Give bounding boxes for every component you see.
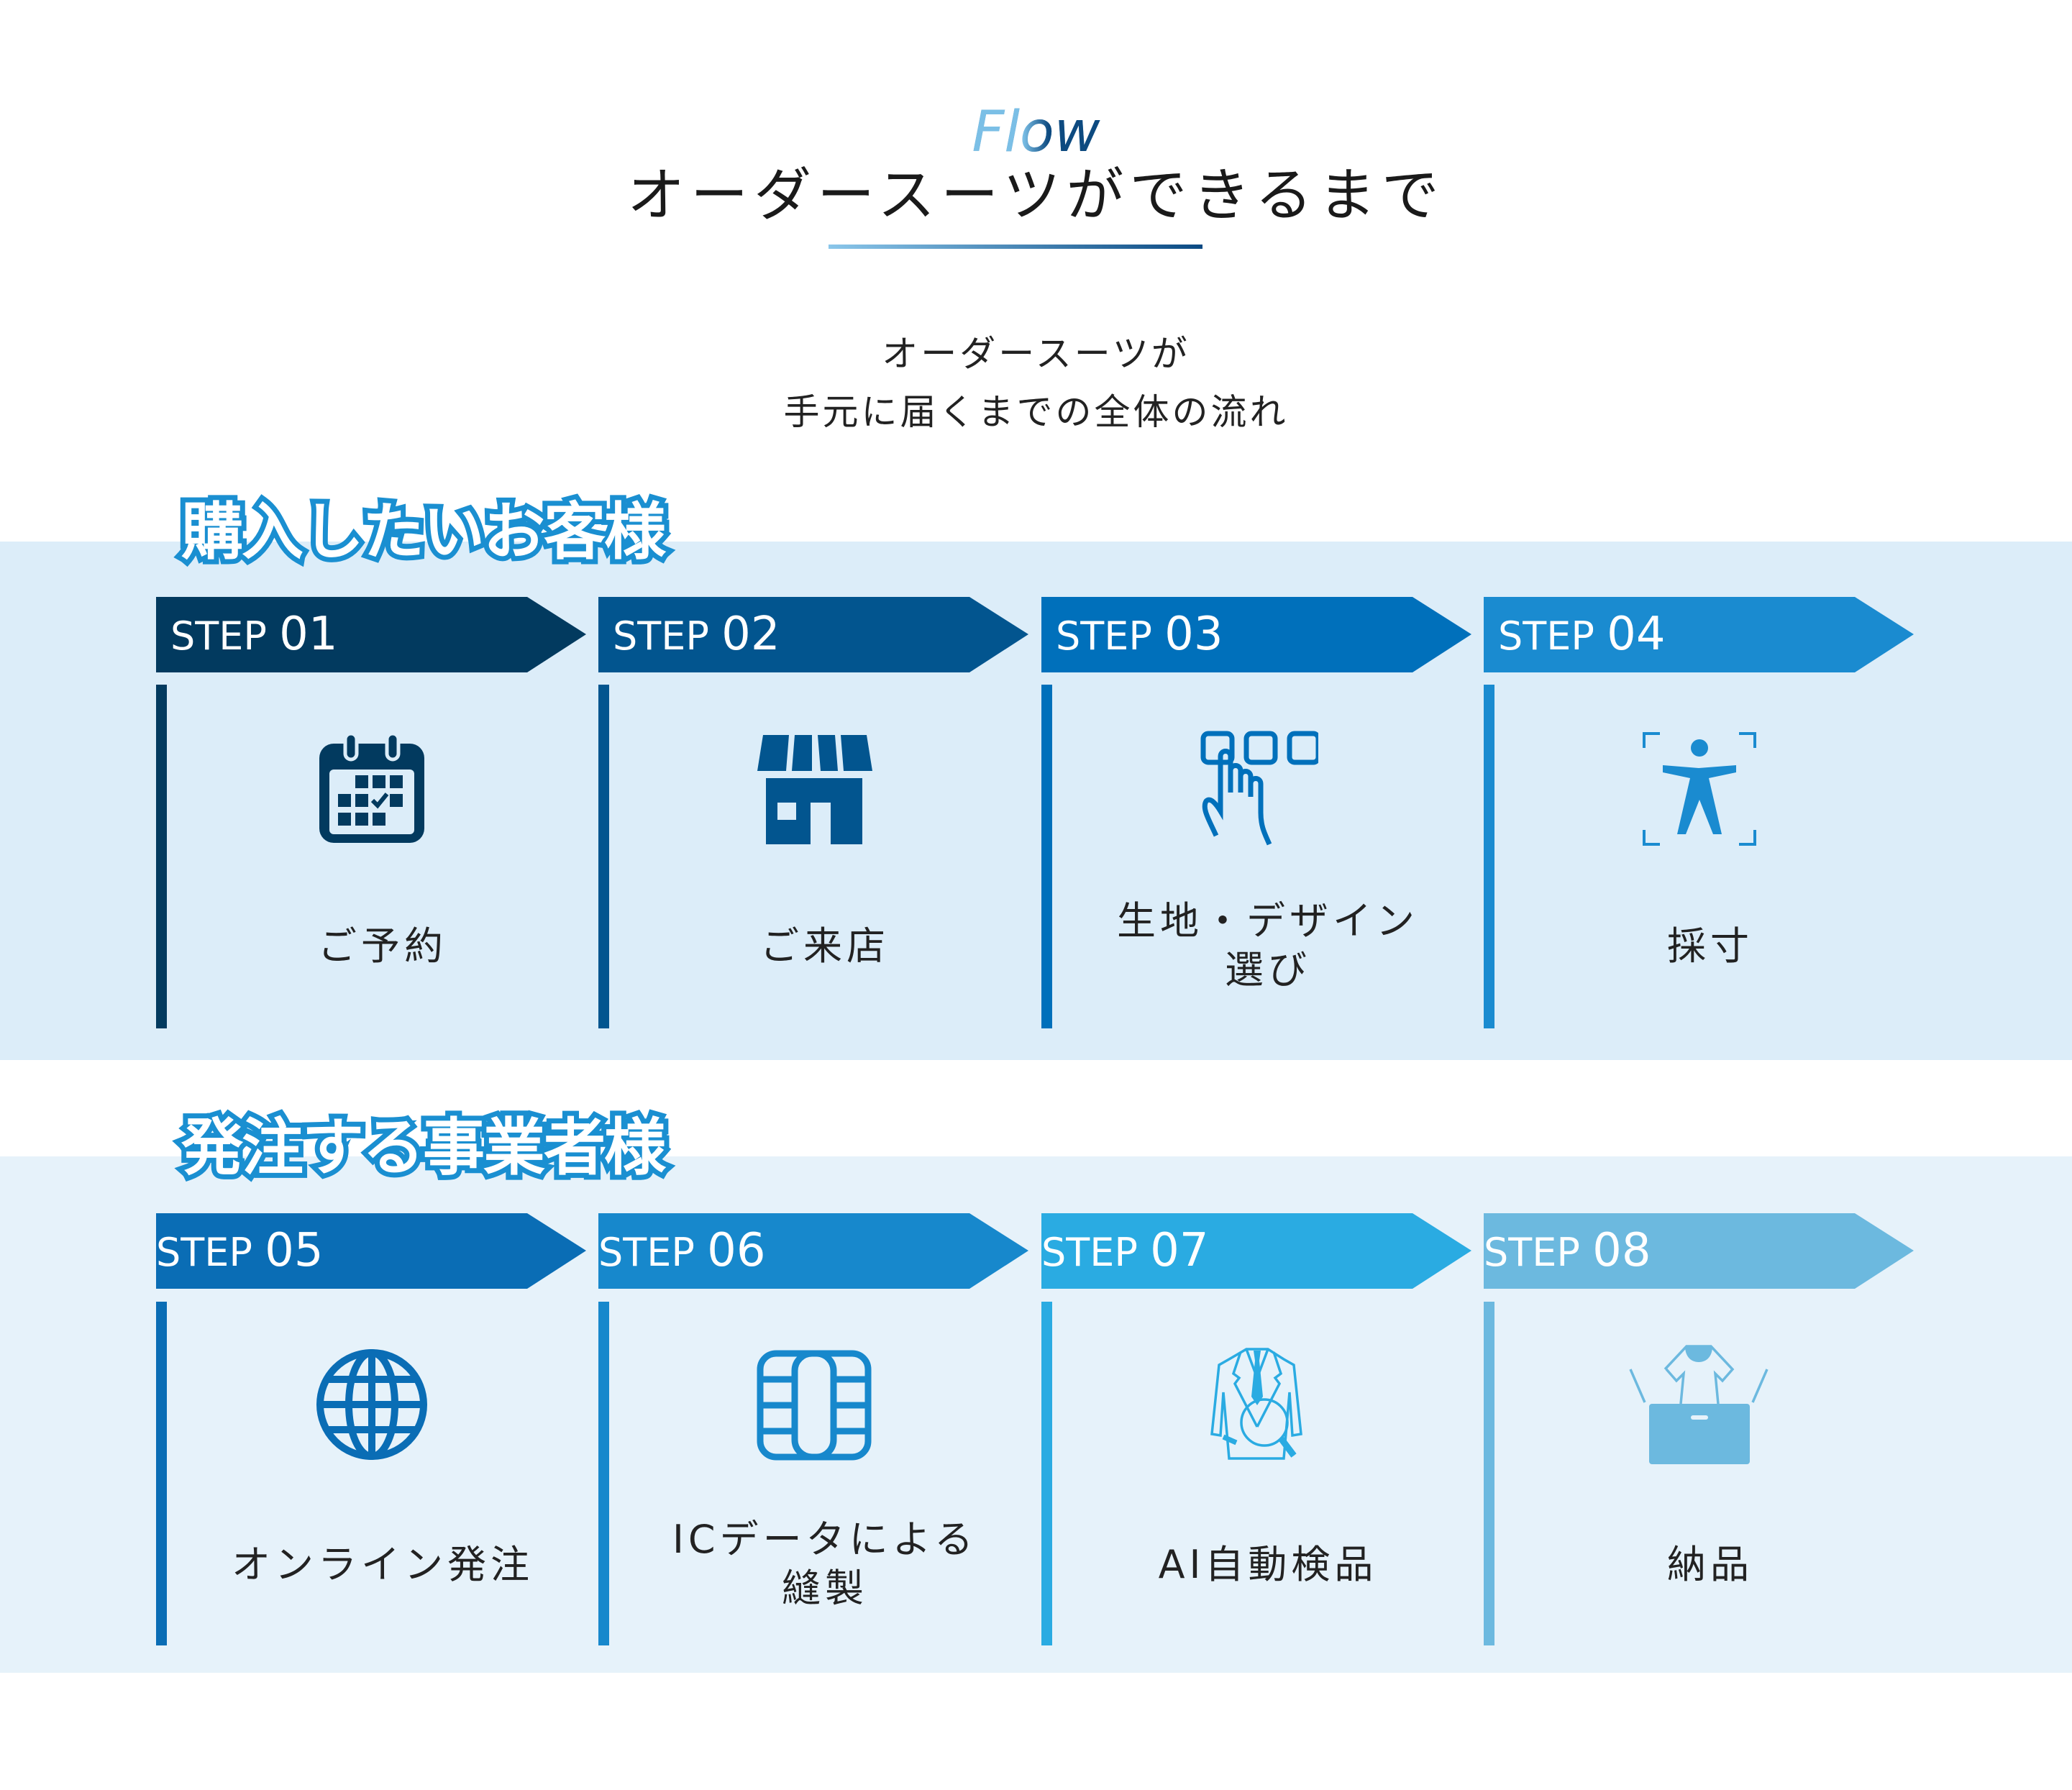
step-prefix: STEP	[1498, 613, 1594, 659]
step-title-line-1: AI自動検品	[1158, 1542, 1378, 1587]
step-title-line-1: 採寸	[1667, 923, 1753, 969]
step-04-arrow: STEP 04	[1484, 597, 1915, 672]
step-prefix: STEP	[1056, 613, 1152, 659]
suit-inspect-icon	[1196, 1343, 1318, 1466]
step-number: 01	[279, 608, 338, 661]
step-title-line-1: 生地・デザイン	[1117, 898, 1419, 944]
step-arrow-shape	[1041, 1213, 1471, 1289]
step-label: STEP 03	[1056, 597, 1223, 672]
step-title: 生地・デザイン選び	[1052, 897, 1484, 994]
step-02-arrow: STEP 02	[598, 597, 1030, 672]
step-timeline-bar	[598, 1302, 609, 1645]
step-label: STEP 08	[1484, 1213, 1651, 1289]
step-arrow-shape	[156, 1213, 586, 1289]
step-timeline-bar	[156, 1302, 167, 1645]
step-arrow-shape	[598, 1213, 1028, 1289]
step-prefix: STEP	[1041, 1230, 1138, 1275]
step-timeline-bar	[1041, 685, 1052, 1028]
step-prefix: STEP	[613, 613, 709, 659]
step-number: 03	[1164, 608, 1223, 661]
step-timeline-bar	[1484, 1302, 1494, 1645]
step-number: 06	[707, 1224, 766, 1277]
step-arrow-shape	[1041, 597, 1471, 672]
title-underline	[829, 245, 1202, 249]
step-timeline-bar	[1484, 685, 1494, 1028]
step-title-line-1: 納品	[1667, 1542, 1753, 1587]
globe-icon	[311, 1343, 433, 1466]
section-eyebrow: Flow	[0, 104, 2072, 160]
step-label: STEP 04	[1498, 597, 1666, 672]
subtitle-line-1: オーダースーツが	[882, 333, 1190, 375]
step-arrow-shape	[156, 597, 586, 672]
step-title-line-1: オンライン発注	[232, 1542, 534, 1587]
step-number: 08	[1592, 1224, 1651, 1277]
step-title-line-1: ご予約	[318, 923, 447, 969]
step-number: 05	[265, 1224, 324, 1277]
step-title-line-1: ICデータによる	[672, 1517, 977, 1562]
step-title: 採寸	[1494, 922, 1926, 971]
step-timeline-bar	[156, 685, 167, 1028]
step-prefix: STEP	[1484, 1230, 1580, 1275]
step-title: ご来店	[609, 922, 1041, 971]
step-01-arrow: STEP 01	[156, 597, 588, 672]
step-timeline-bar	[1041, 1302, 1052, 1645]
step-arrow-shape	[598, 597, 1028, 672]
step-06-arrow: STEP 06	[598, 1213, 1030, 1289]
step-title: オンライン発注	[167, 1540, 598, 1589]
calendar-check-icon	[311, 728, 433, 850]
step-title: ICデータによる縫製	[609, 1515, 1041, 1612]
step-title: ご予約	[167, 922, 598, 971]
body-measure-icon	[1638, 728, 1761, 850]
step-prefix: STEP	[170, 613, 267, 659]
step-label: STEP 06	[598, 1213, 766, 1289]
step-label: STEP 01	[170, 597, 338, 672]
step-title: 納品	[1494, 1540, 1926, 1589]
step-03-arrow: STEP 03	[1041, 597, 1473, 672]
business-section-heading: 発注する事業者様	[176, 1112, 671, 1184]
page-title: オーダースーツができるまで	[627, 162, 1445, 229]
step-label: STEP 07	[1041, 1213, 1209, 1289]
step-arrow-shape	[1484, 1213, 1914, 1289]
step-label: STEP 02	[613, 597, 780, 672]
step-number: 02	[721, 608, 780, 661]
step-05-arrow: STEP 05	[156, 1213, 588, 1289]
step-title: AI自動検品	[1052, 1540, 1484, 1589]
customer-section-heading: 購入したいお客様	[176, 496, 671, 568]
step-number: 07	[1150, 1224, 1209, 1277]
step-prefix: STEP	[156, 1230, 252, 1275]
step-number: 04	[1607, 608, 1666, 661]
delivery-box-icon	[1628, 1343, 1768, 1466]
step-title-line-1: ご来店	[760, 923, 890, 969]
ic-chip-icon	[753, 1343, 875, 1466]
step-title-line-2: 縫製	[782, 1565, 868, 1611]
hand-select-icon	[1196, 728, 1321, 850]
store-icon	[753, 728, 875, 850]
step-label: STEP 05	[156, 1213, 324, 1289]
step-prefix: STEP	[598, 1230, 695, 1275]
step-arrow-shape	[1484, 597, 1914, 672]
step-07-arrow: STEP 07	[1041, 1213, 1473, 1289]
step-08-arrow: STEP 08	[1484, 1213, 1915, 1289]
step-timeline-bar	[598, 685, 609, 1028]
subtitle-line-2: 手元に届くまでの全体の流れ	[783, 391, 1289, 433]
step-title-line-2: 選び	[1225, 946, 1311, 992]
